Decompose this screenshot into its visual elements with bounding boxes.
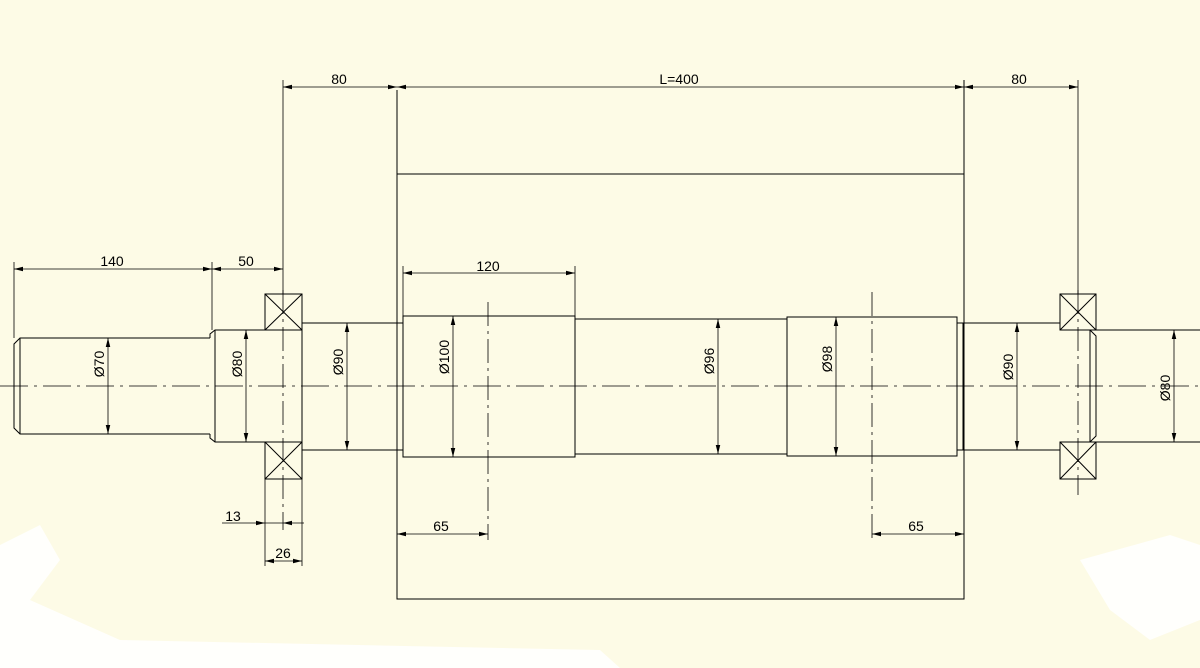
dim-26: 26 bbox=[275, 545, 291, 561]
extension-lines bbox=[13, 80, 1079, 566]
diameter-lines bbox=[105, 316, 1177, 457]
dim-120: 120 bbox=[476, 258, 500, 274]
dim-65-left: 65 bbox=[433, 518, 449, 534]
roller-body bbox=[396, 80, 965, 600]
dia-100: Ø100 bbox=[436, 340, 452, 374]
dia-98: Ø98 bbox=[819, 346, 835, 373]
dim-13: 13 bbox=[225, 508, 241, 524]
left-bearing bbox=[264, 290, 303, 530]
dim-50: 50 bbox=[238, 253, 254, 269]
dim-length: L=400 bbox=[659, 71, 699, 87]
dia-90-left: Ø90 bbox=[330, 349, 346, 376]
dim-65-right: 65 bbox=[908, 518, 924, 534]
dia-80-left: Ø80 bbox=[229, 351, 245, 378]
dim-80-right: 80 bbox=[1011, 71, 1027, 87]
dia-80-right: Ø80 bbox=[1157, 375, 1173, 402]
shaft-outline bbox=[13, 315, 1200, 458]
dim-140: 140 bbox=[100, 253, 124, 269]
dim-80-left: 80 bbox=[331, 71, 347, 87]
dia-90-right: Ø90 bbox=[1000, 354, 1016, 381]
eraser-marks bbox=[0, 525, 1200, 668]
right-bearing bbox=[1059, 290, 1097, 495]
dimension-lines bbox=[14, 84, 1078, 564]
dia-70: Ø70 bbox=[91, 351, 107, 378]
dia-96: Ø96 bbox=[701, 348, 717, 375]
